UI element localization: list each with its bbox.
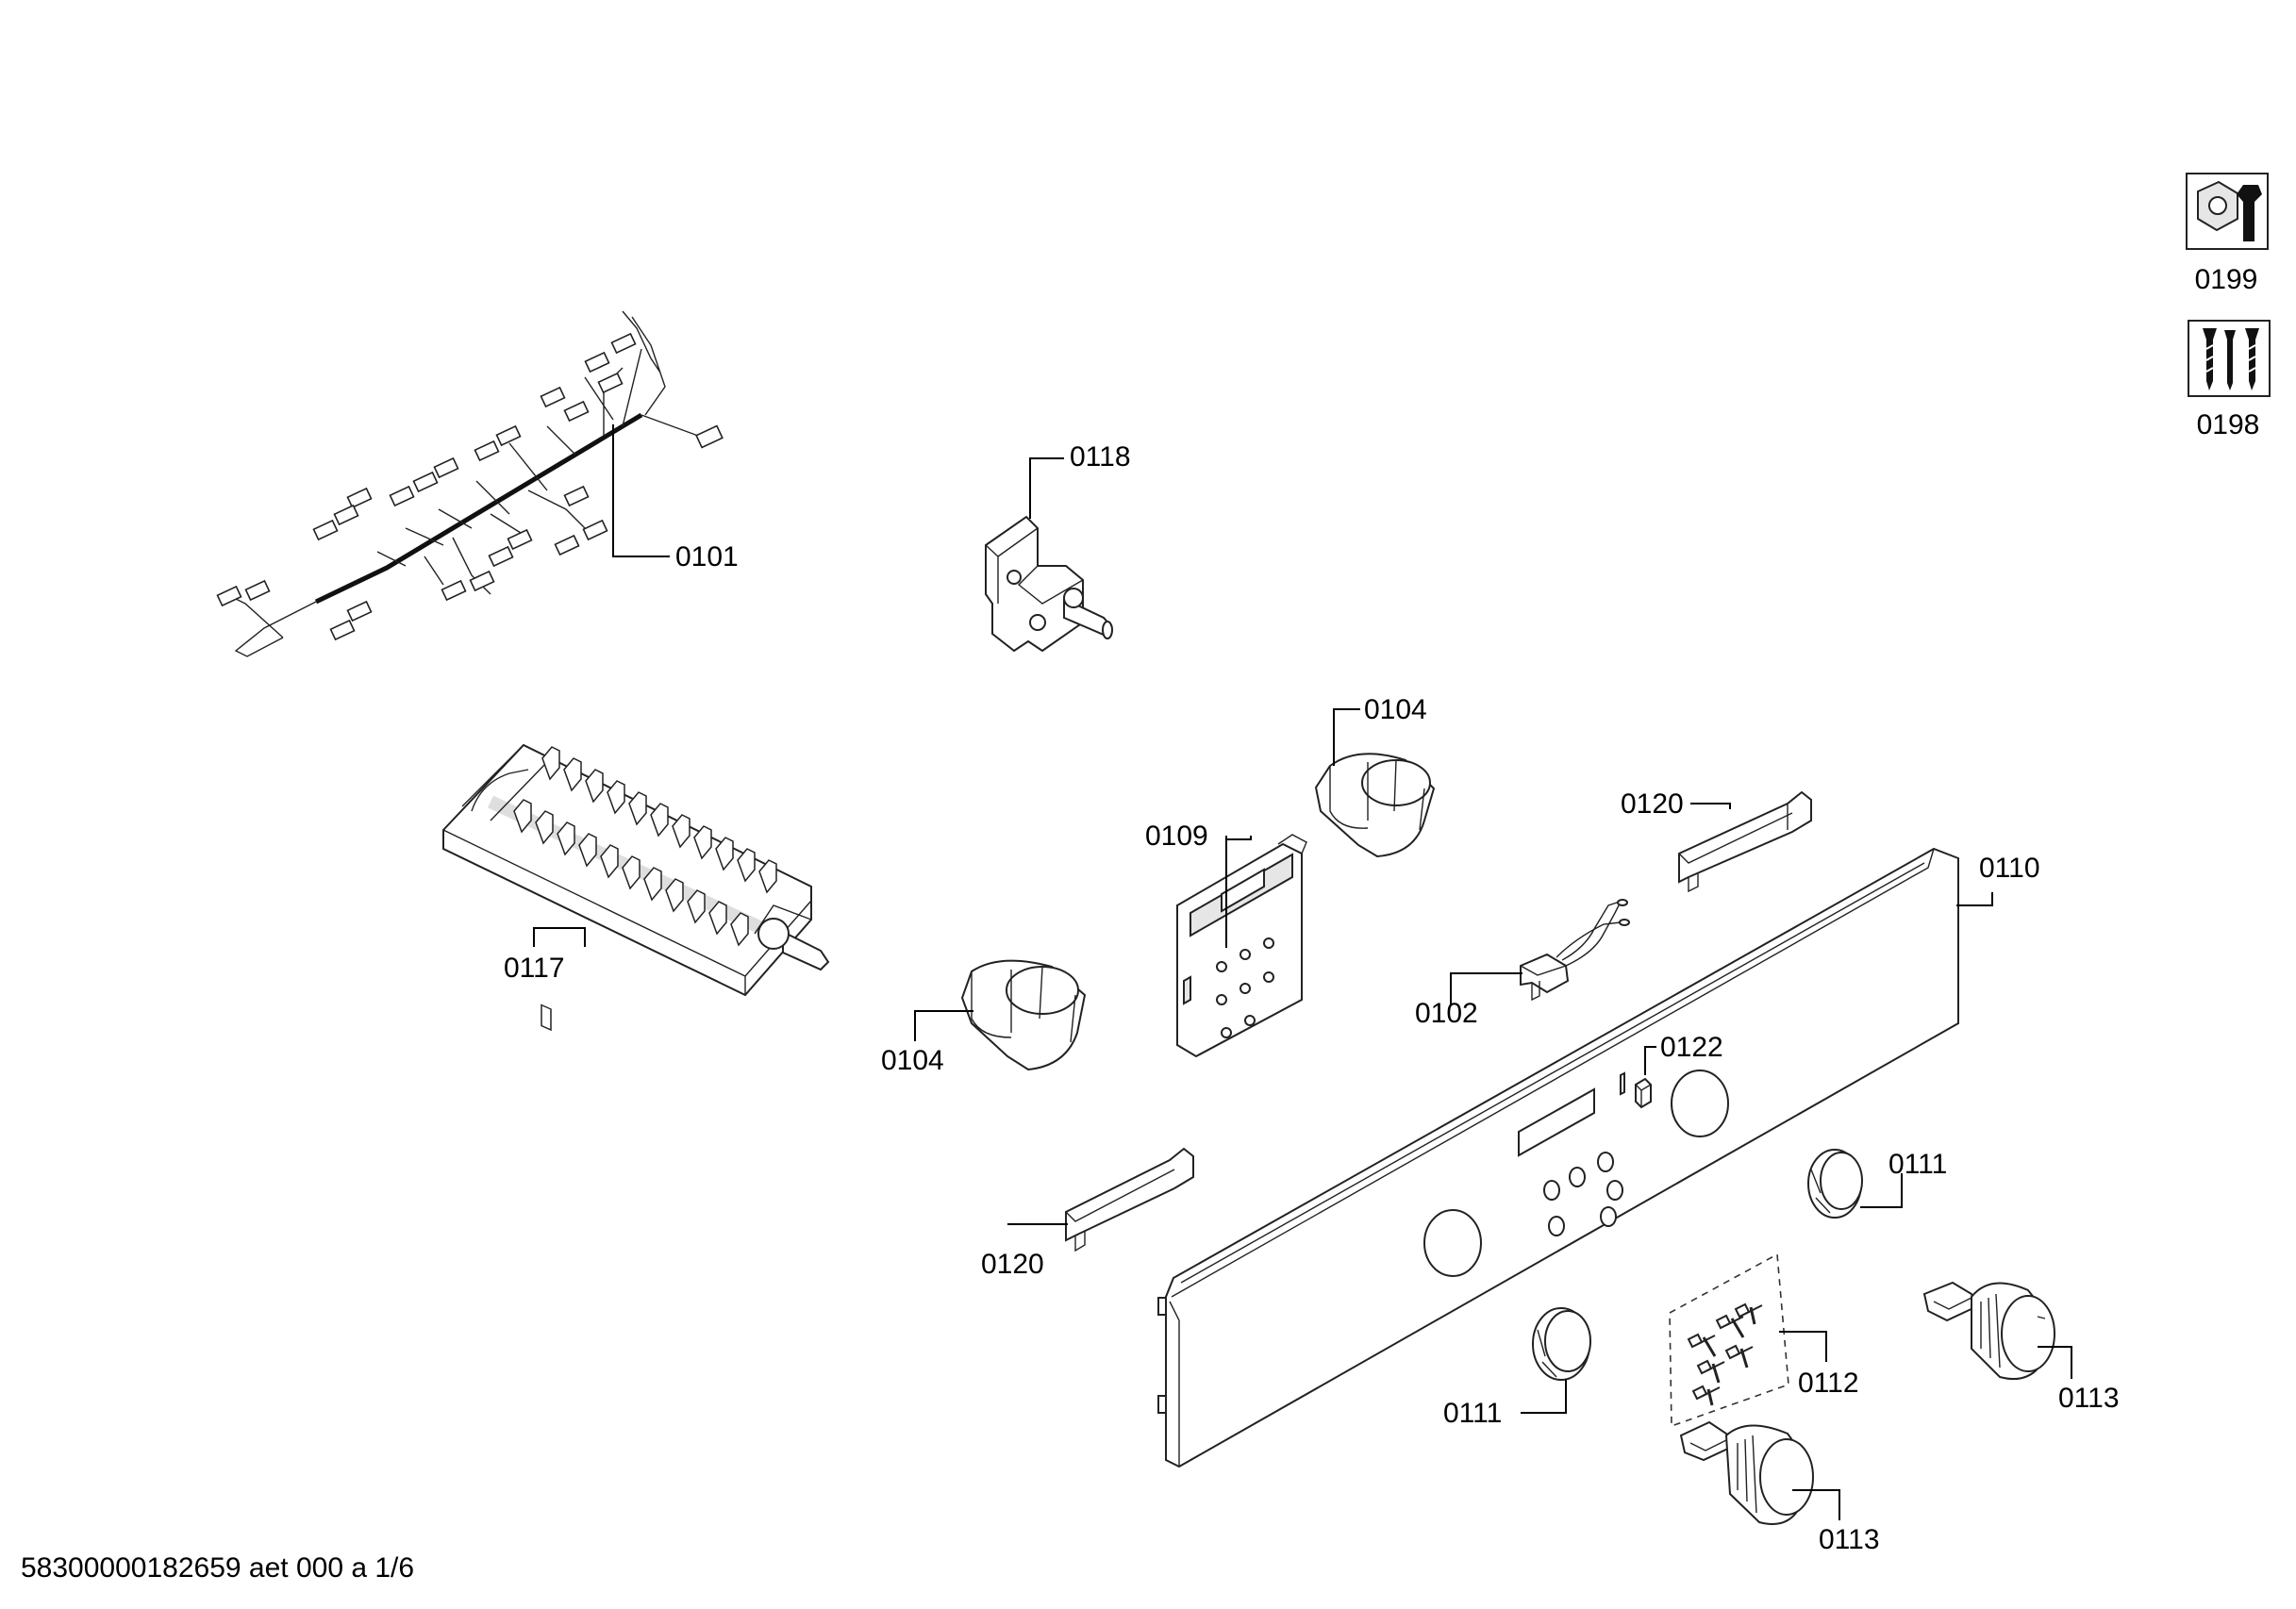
label-0113-bottom: 0113	[1819, 1524, 1880, 1555]
label-0104-upper: 0104	[1364, 694, 1427, 725]
screw-set-part[interactable]	[1669, 1252, 1789, 1428]
leader-0118	[1029, 457, 1064, 519]
leader-0104-lower	[914, 1010, 973, 1041]
leader-0102	[1450, 972, 1522, 1005]
control-panel-part[interactable]	[1157, 847, 1959, 1468]
light-pipe-part[interactable]	[1635, 1077, 1652, 1109]
label-0101: 0101	[675, 541, 739, 572]
label-0117: 0117	[504, 953, 565, 984]
leader-0113-bottom	[1792, 1489, 1840, 1520]
screws-icon[interactable]	[2188, 320, 2271, 397]
leader-0120-upper	[1690, 803, 1731, 809]
knob-ring-left-part[interactable]	[1532, 1307, 1591, 1381]
leader-0122	[1644, 1046, 1656, 1075]
label-0122: 0122	[1660, 1032, 1723, 1063]
leader-0111-left	[1521, 1379, 1567, 1414]
label-0104-lower: 0104	[881, 1045, 944, 1076]
label-0120-upper: 0120	[1621, 788, 1684, 820]
label-0110: 0110	[1979, 853, 2040, 884]
label-0102: 0102	[1415, 998, 1478, 1029]
label-0120-lower: 0120	[981, 1249, 1044, 1280]
leader-0117	[533, 927, 586, 947]
leader-0111-right	[1860, 1173, 1903, 1208]
clip-lower-part[interactable]	[1065, 1147, 1194, 1252]
label-0109: 0109	[1145, 821, 1208, 852]
leader-0101	[612, 424, 670, 557]
leader-0112	[1779, 1331, 1827, 1362]
selector-switch-part[interactable]	[442, 743, 830, 1032]
label-0199: 0199	[2195, 264, 2258, 295]
leader-0113-right	[2038, 1346, 2072, 1379]
leader-0110	[1956, 892, 1993, 906]
leader-0109	[1225, 836, 1252, 948]
indicator-lamp-part[interactable]	[1520, 899, 1630, 1002]
knob-holder-lower-part[interactable]	[960, 959, 1087, 1071]
leader-0104-upper	[1333, 708, 1360, 766]
knob-ring-right-part[interactable]	[1807, 1149, 1863, 1219]
label-0118: 0118	[1070, 441, 1131, 473]
knob-bottom-part[interactable]	[1679, 1420, 1814, 1525]
tool-wrench-nut-icon[interactable]	[2186, 173, 2269, 250]
label-0111-right: 0111	[1888, 1149, 1947, 1180]
control-module-part[interactable]	[1176, 834, 1307, 1058]
clip-upper-part[interactable]	[1678, 790, 1812, 893]
document-footer: 58300000182659 aet 000 a 1/6	[21, 1552, 415, 1584]
switch-bracket-part[interactable]	[985, 515, 1113, 653]
label-0113-right: 0113	[2058, 1383, 2120, 1414]
wire-harness-part[interactable]	[216, 310, 724, 657]
label-0198: 0198	[2197, 409, 2260, 440]
label-0112: 0112	[1798, 1368, 1859, 1399]
knob-holder-upper-part[interactable]	[1314, 753, 1436, 858]
knob-right-part[interactable]	[1922, 1281, 2055, 1381]
label-0111-left: 0111	[1443, 1398, 1502, 1429]
